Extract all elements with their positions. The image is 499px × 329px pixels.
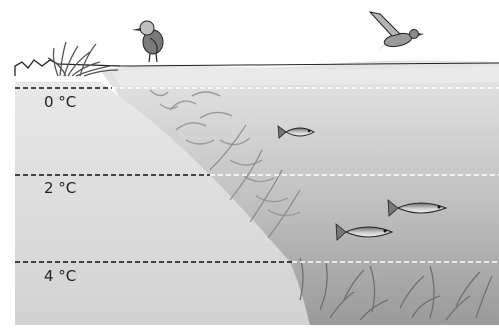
flying-duck-icon	[370, 12, 424, 50]
temperature-label-2c: 2 °C	[44, 181, 76, 196]
temperature-label-4c: 4 °C	[44, 269, 76, 284]
reeds-icon	[48, 42, 118, 76]
kingfisher-bird-icon	[132, 21, 163, 62]
temperature-label-0c: 0 °C	[44, 95, 76, 110]
